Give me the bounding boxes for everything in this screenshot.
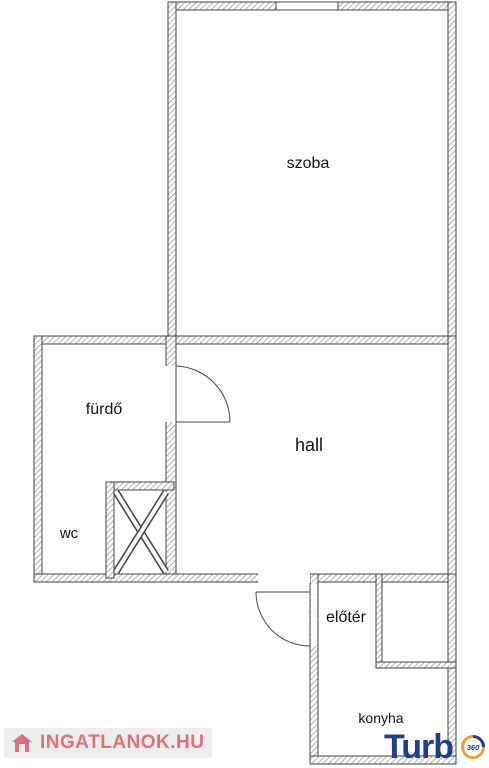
- window-szoba: [275, 1, 339, 11]
- wall-bath-top: [33, 335, 177, 345]
- turbo-360-ring-icon: 360: [461, 735, 485, 759]
- doors: [175, 365, 311, 647]
- windows: [275, 1, 339, 11]
- shaft-cross: [113, 490, 169, 574]
- wall-szoba-right: [447, 1, 457, 343]
- wall-kitchen-bottom: [309, 755, 457, 765]
- wall-pantry-bottom: [375, 661, 457, 669]
- wall-szoba-left: [167, 1, 177, 343]
- wall-hall-right: [447, 335, 457, 583]
- door-furdo-swing: [175, 365, 231, 423]
- turbo360-logo: Turb 360: [384, 728, 488, 766]
- wall-bottom: [33, 573, 457, 583]
- house-icon: [12, 734, 32, 752]
- ingatlanok-logo-text: INGATLANOK.HU: [40, 732, 205, 753]
- room-label-furdo: fürdő: [86, 401, 123, 418]
- wall-szoba-hall: [167, 335, 457, 345]
- walls: [33, 1, 457, 765]
- room-label-wc: wc: [59, 525, 79, 542]
- room-label-konyha: konyha: [358, 710, 403, 726]
- room-label-hall: hall: [295, 435, 323, 455]
- turbo-logo-text: Turb: [384, 728, 454, 766]
- room-label-szoba: szoba: [287, 155, 330, 172]
- wall-pantry-left: [375, 573, 383, 667]
- wall-shaft-left: [105, 481, 115, 579]
- door-eloter-swing: [255, 591, 311, 647]
- wall-shaft-top: [105, 481, 175, 491]
- ingatlanok-logo: INGATLANOK.HU: [4, 728, 212, 758]
- turbo-360-text: 360: [467, 743, 480, 752]
- room-label-eloter: előtér: [326, 609, 367, 626]
- wall-bath-left: [33, 335, 43, 583]
